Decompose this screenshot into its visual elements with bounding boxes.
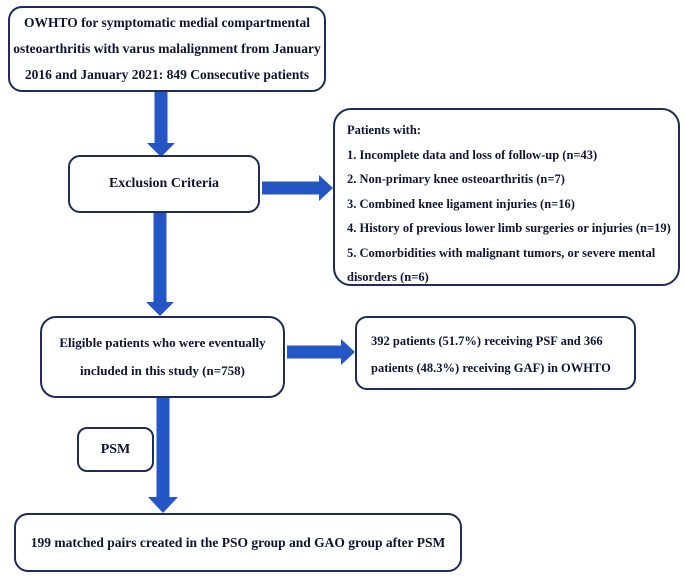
matched-pairs-box: 199 matched pairs created in the PSO gro… <box>14 513 462 572</box>
arrow-right-eligible-to-fixation-icon <box>287 339 355 365</box>
arrow-down-source-to-exclusion-icon <box>147 92 175 157</box>
eligible-patients-box: Eligible patients who were eventually in… <box>40 316 285 398</box>
exclusion-item-continuation: disorders (n=6) <box>347 270 429 284</box>
arrow-right-exclusion-to-details-icon <box>262 175 333 201</box>
exclusion-item: 3. Combined knee ligament injuries (n=16… <box>347 196 575 211</box>
exclusion-criteria-label: Exclusion Criteria <box>108 176 220 191</box>
fixation-groups-box: 392 patients (51.7%) receiving PSF and 3… <box>355 316 636 390</box>
source-population-text: 2016 and January 2021: 849 Consecutive p… <box>24 67 310 82</box>
source-population-box: OWHTO for symptomatic medial compartment… <box>8 6 326 92</box>
eligible-patients-text: Eligible patients who were eventually <box>59 335 266 350</box>
source-population-text: OWHTO for symptomatic medial compartment… <box>24 15 310 30</box>
fixation-groups-text: patients (48.3%) receiving GAF) in OWHTO <box>371 361 611 375</box>
arrow-down-exclusion-to-eligible-icon <box>146 213 174 316</box>
matched-pairs-text: 199 matched pairs created in the PSO gro… <box>30 534 446 550</box>
exclusion-details-box: Patients with: 1. Incomplete data and lo… <box>333 108 680 286</box>
exclusion-details-header: Patients with: <box>347 123 421 137</box>
source-population-text: osteoarthritis with varus malalignment f… <box>13 41 321 56</box>
exclusion-criteria-box: Exclusion Criteria <box>68 155 260 213</box>
psm-box: PSM <box>77 427 154 472</box>
arrow-down-eligible-to-matched-icon <box>148 398 178 513</box>
psm-label: PSM <box>100 441 131 457</box>
fixation-groups-text: 392 patients (51.7%) receiving PSF and 3… <box>371 334 603 348</box>
exclusion-item: 2. Non-primary knee osteoarthritis (n=7) <box>347 172 565 186</box>
exclusion-item: 1. Incomplete data and loss of follow-up… <box>347 147 598 162</box>
exclusion-item: 4. History of previous lower limb surger… <box>347 221 671 235</box>
exclusion-item: 5. Comorbidities with malignant tumors, … <box>347 245 656 260</box>
eligible-patients-text: included in this study (n=758) <box>80 363 245 378</box>
